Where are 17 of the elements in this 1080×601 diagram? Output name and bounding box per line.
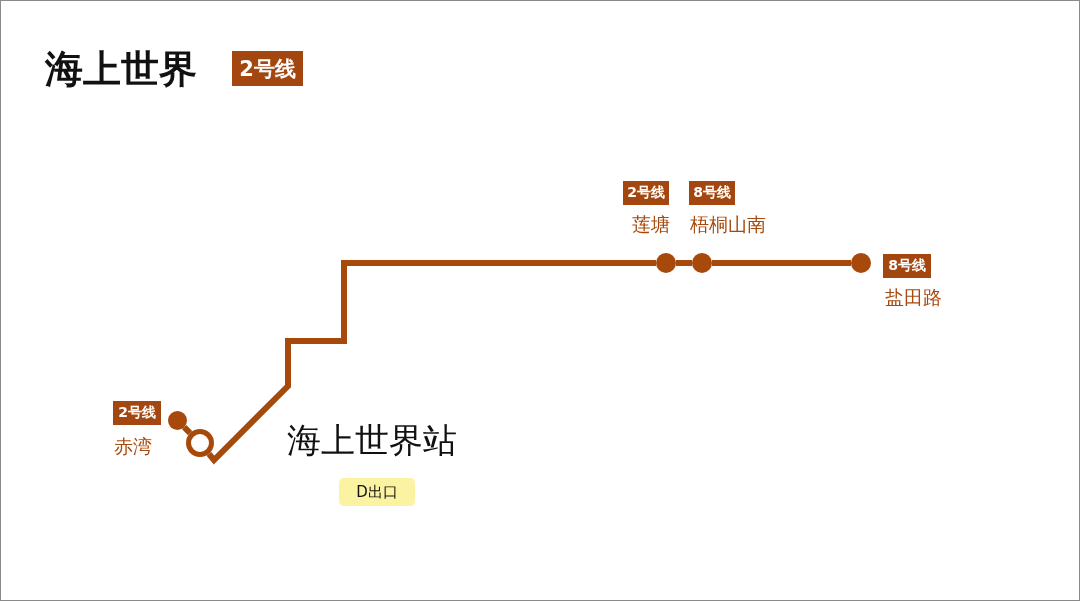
line-badge: 8号线	[689, 181, 735, 205]
line-badge: 2号线	[113, 401, 161, 425]
station-name: 盐田路	[885, 286, 942, 309]
station-name: 莲塘	[632, 213, 670, 236]
exit-tag: D出口	[339, 478, 415, 506]
metro-line	[182, 425, 193, 436]
line-badge: 8号线	[883, 254, 931, 278]
metro-line	[206, 260, 656, 465]
diagram-title: 海上世界	[45, 46, 197, 93]
station-name: 梧桐山南	[690, 213, 766, 236]
metro-line	[712, 260, 851, 266]
station-name: 赤湾	[114, 435, 152, 458]
line-badge: 2号线	[232, 51, 303, 86]
metro-line	[676, 260, 692, 266]
station-ring	[186, 429, 214, 457]
station-name: 海上世界站	[287, 420, 457, 461]
line-badge: 2号线	[623, 181, 669, 205]
